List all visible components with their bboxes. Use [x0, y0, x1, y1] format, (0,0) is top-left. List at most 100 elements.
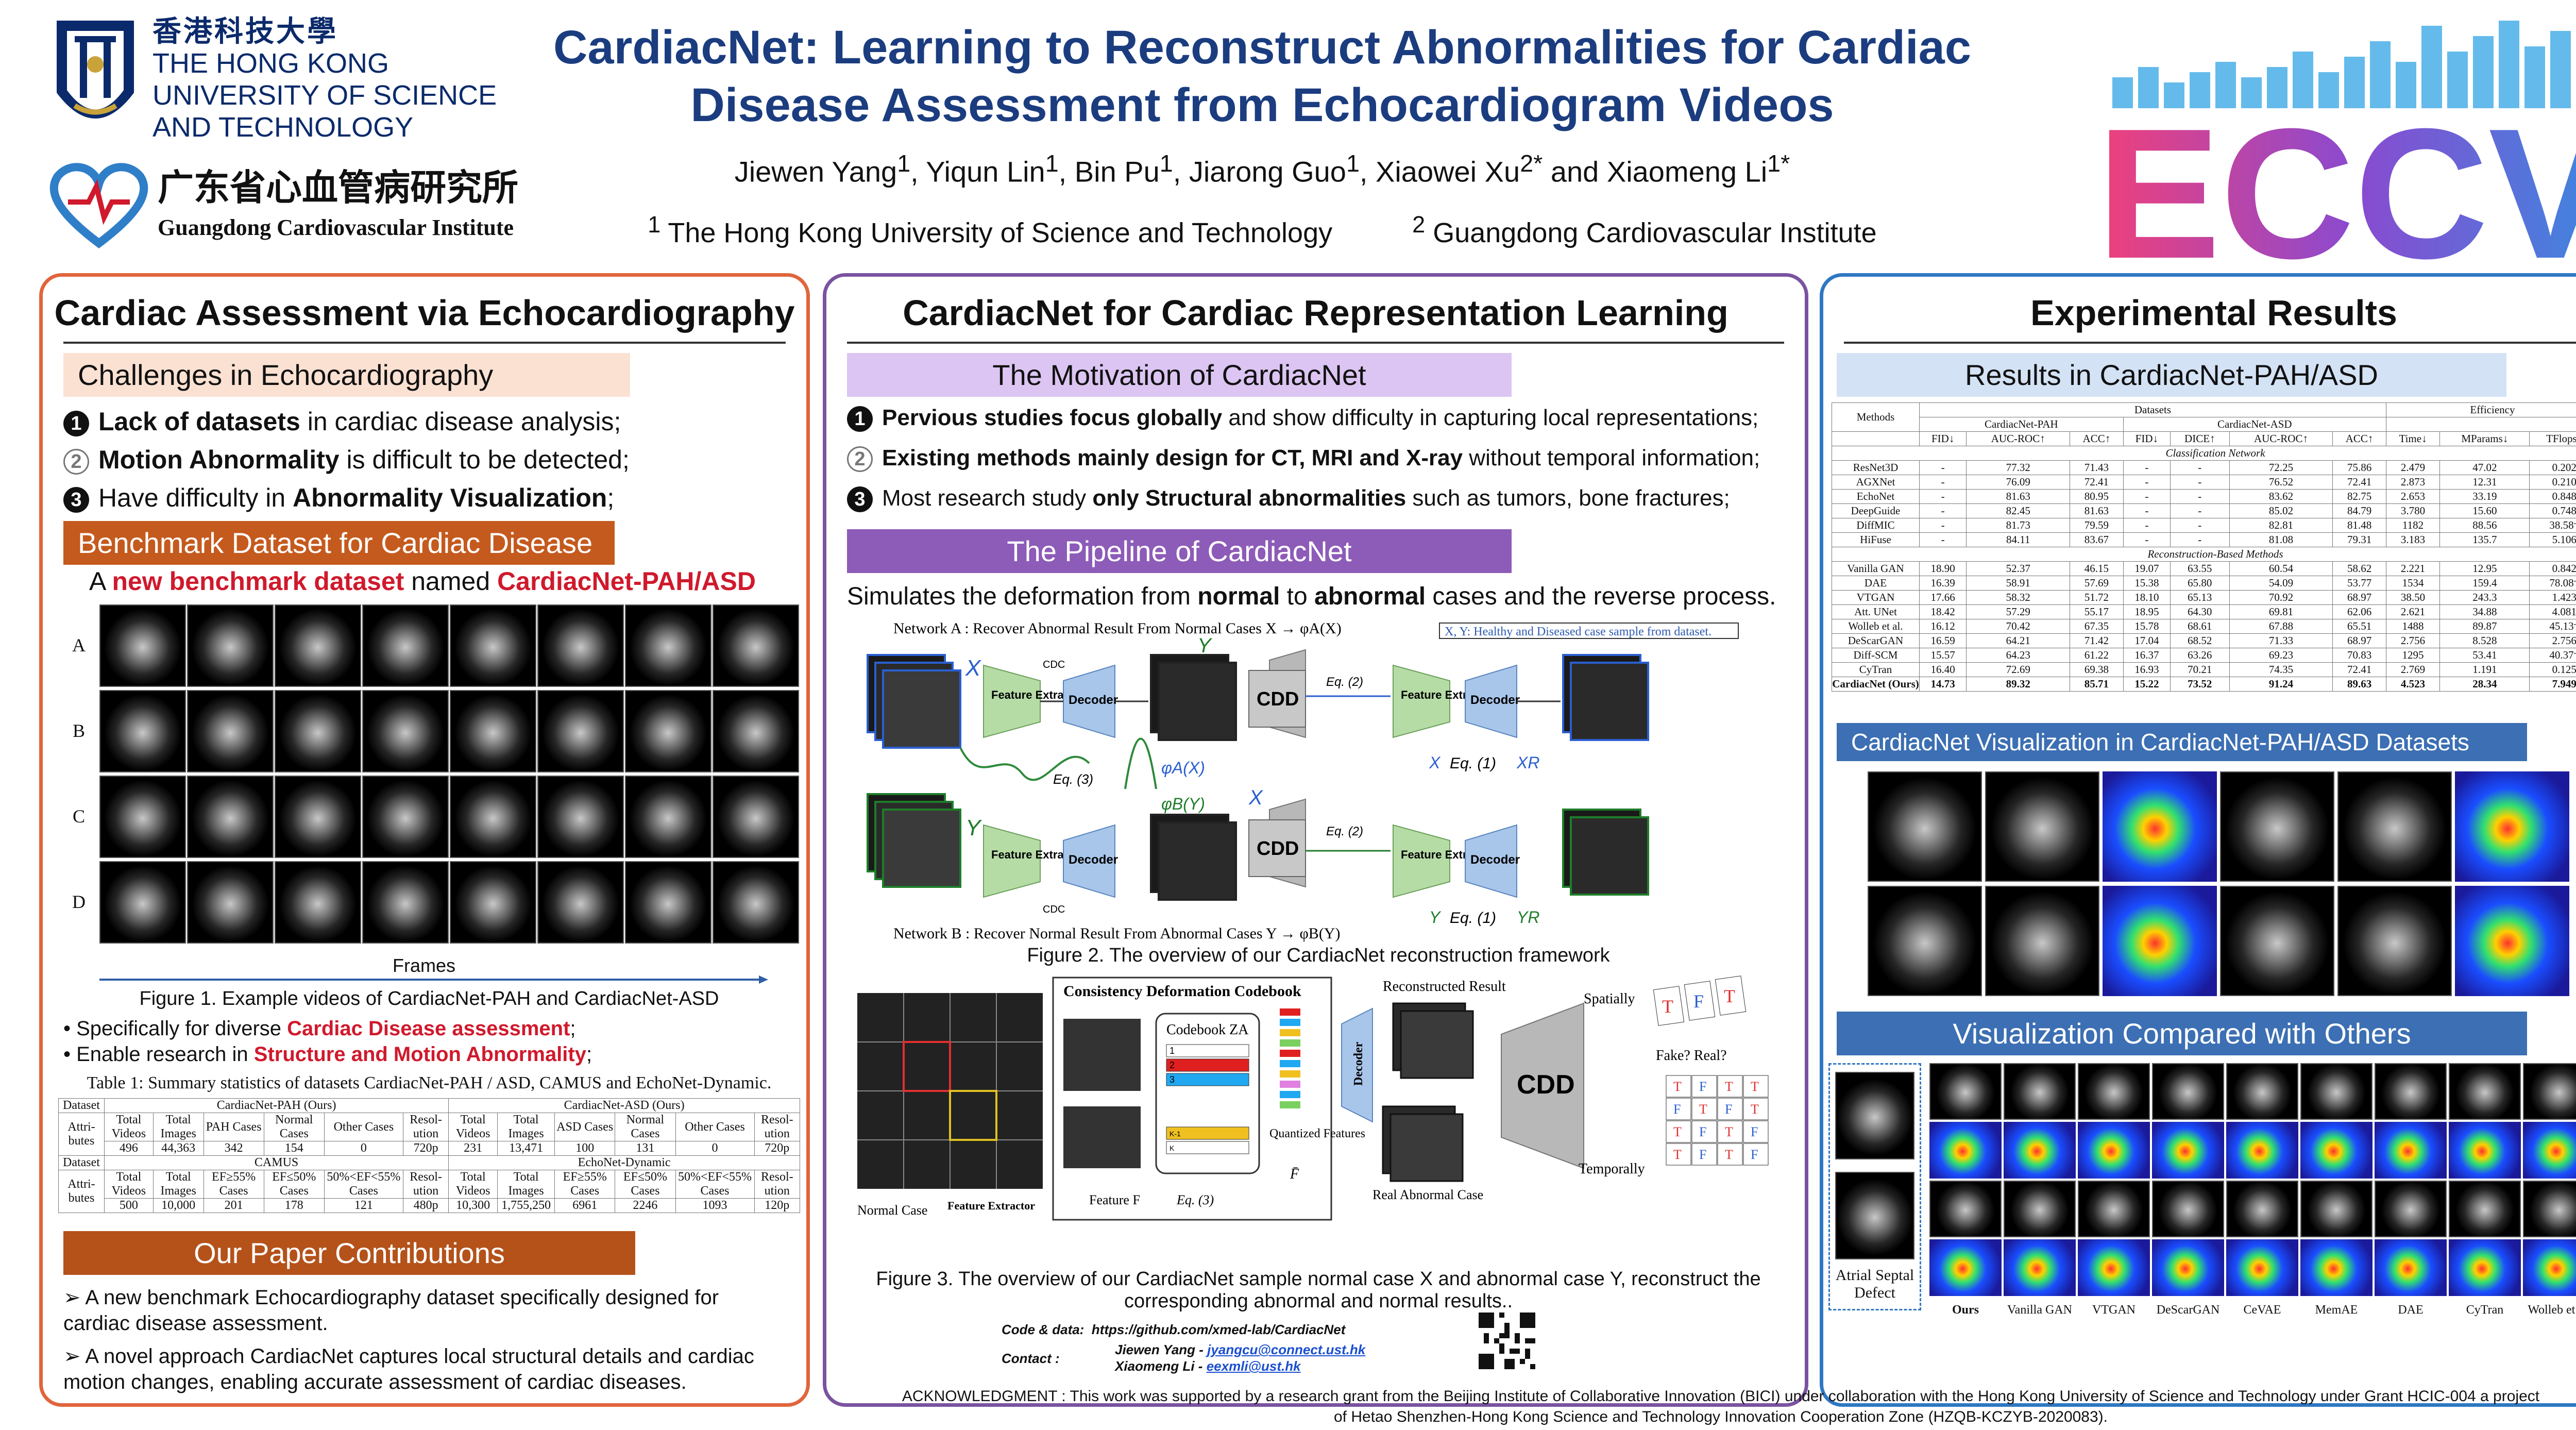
svg-text:K: K	[1170, 1144, 1175, 1152]
echo-frame	[275, 604, 361, 687]
svg-text:CDD: CDD	[1517, 1070, 1575, 1100]
contribution-item: ➢ A novel approach CardiacNet captures l…	[63, 1345, 754, 1393]
network-a-label: Network A : Recover Abnormal Result From…	[893, 620, 1342, 637]
echo-frame	[187, 861, 274, 944]
code-link-row: Code & data: https://github.com/xmed-lab…	[1002, 1322, 1346, 1337]
svg-text:Eq. (1): Eq. (1)	[1450, 910, 1496, 927]
echo-frame	[1929, 1063, 2002, 1120]
svg-text:Decoder: Decoder	[1470, 693, 1520, 707]
figure1-caption: Figure 1. Example videos of CardiacNet-P…	[139, 988, 719, 1010]
section-compare: Visualization Compared with Others	[1837, 1012, 2527, 1055]
benchmark-intro: A new benchmark dataset named CardiacNet…	[89, 567, 756, 596]
svg-text:Eq. (2): Eq. (2)	[1326, 825, 1363, 838]
heatmap-frame	[2152, 1239, 2224, 1296]
echo-frame	[2337, 771, 2452, 882]
svg-text:Feature F: Feature F	[1089, 1192, 1140, 1207]
code-url-link[interactable]: https://github.com/xmed-lab/CardiacNet	[1091, 1322, 1346, 1337]
email-link[interactable]: eexmli@ust.hk	[1206, 1358, 1301, 1374]
panel-cardiac-assessment: Cardiac Assessment via Echocardiography …	[39, 273, 810, 1407]
heatmap-frame	[2375, 1122, 2447, 1179]
cardiacnet-visualization-grid	[1868, 771, 2569, 998]
svg-text:Y: Y	[1197, 634, 1213, 657]
svg-text:Codebook ZA: Codebook ZA	[1166, 1022, 1249, 1038]
method-label: Wolleb et al.	[2528, 1303, 2576, 1317]
echo-frame	[362, 861, 449, 944]
svg-text:X: X	[1248, 786, 1263, 809]
section-pipeline: The Pipeline of CardiacNet	[847, 529, 1512, 573]
echo-frame	[625, 776, 711, 858]
svg-text:T: T	[1725, 1079, 1733, 1094]
svg-text:Y: Y	[965, 815, 982, 840]
pipeline-sentence: Simulates the deformation from normal to…	[847, 583, 1776, 610]
acknowledgment: ACKNOWLEDGMENT : This work was supported…	[902, 1388, 2540, 1425]
heatmap-frame	[2103, 886, 2217, 996]
poster-title: CardiacNet: Learning to Reconstruct Abno…	[553, 21, 1971, 131]
heatmap-frame	[2375, 1239, 2447, 1296]
panel-title: CardiacNet for Cardiac Representation Le…	[903, 293, 1728, 333]
echo-frame	[2226, 1181, 2298, 1237]
section-benchmark: Benchmark Dataset for Cardiac Disease	[63, 521, 615, 565]
echo-frame	[187, 776, 274, 858]
svg-text:Decoder: Decoder	[1069, 853, 1118, 867]
echo-frame	[2523, 1181, 2576, 1237]
heatmap-frame	[2455, 771, 2569, 882]
method-label: VTGAN	[2092, 1303, 2136, 1317]
echo-frame	[450, 861, 536, 944]
svg-text:Eq. (3): Eq. (3)	[1176, 1192, 1214, 1207]
hkust-name: 香港科技大學 THE HONG KONG UNIVERSITY OF SCIEN…	[152, 14, 497, 143]
row-label: C	[72, 806, 85, 827]
svg-text:2: 2	[1170, 1060, 1175, 1070]
list-item: • Enable research in Structure and Motio…	[63, 1043, 592, 1066]
method-label: DAE	[2398, 1303, 2424, 1317]
echo-frame	[1985, 771, 2099, 882]
svg-text:Quantized Features: Quantized Features	[1269, 1127, 1365, 1140]
echo-frame	[362, 604, 449, 687]
qr-code-icon[interactable]	[1479, 1313, 1535, 1369]
author-name: Jiewen Yang	[734, 155, 897, 188]
heatmap-frame	[2226, 1122, 2298, 1179]
affiliations: 1 The Hong Kong University of Science an…	[648, 211, 1877, 248]
svg-text:Eq. (1): Eq. (1)	[1450, 755, 1496, 772]
svg-text:T: T	[1725, 1147, 1733, 1162]
eccv-logo-icon: ECCV	[2102, 21, 2576, 263]
echo-frame	[275, 690, 361, 772]
svg-text:Decoder: Decoder	[1069, 693, 1118, 707]
echo-frame	[187, 690, 274, 772]
method-label: Vanilla GAN	[2007, 1303, 2072, 1317]
svg-text:Eq. (3): Eq. (3)	[1053, 771, 1093, 787]
asd-echo-frame	[1835, 1172, 1914, 1259]
svg-text:CDC: CDC	[1043, 904, 1065, 915]
email-link[interactable]: jyangcu@connect.ust.hk	[1207, 1342, 1366, 1357]
svg-text:K-1: K-1	[1170, 1130, 1181, 1138]
table1-caption: Table 1: Summary statistics of datasets …	[87, 1073, 772, 1092]
row-b: Y Feature Extractor CDC Decoder X CDD Eq…	[867, 786, 1649, 927]
figure3-caption: Figure 3. The overview of our CardiacNet…	[876, 1268, 1761, 1312]
echo-frame	[537, 604, 624, 687]
table-row: Classification Network	[1832, 446, 2576, 461]
svg-text:φB(Y): φB(Y)	[1161, 795, 1205, 813]
echo-frame	[2152, 1181, 2224, 1237]
echo-frame	[713, 604, 799, 687]
asd-echo-frame	[1835, 1072, 1914, 1159]
row-label: D	[72, 891, 86, 912]
svg-text:CDC: CDC	[1043, 659, 1065, 670]
contact-label: Contact :	[1002, 1351, 1060, 1366]
gdci-heart-logo-icon	[49, 163, 148, 248]
echo-frame	[713, 861, 799, 944]
method-label: CyTran	[2466, 1303, 2504, 1317]
row-a: X Feature Extractor CDC Decoder Y φA(X) …	[867, 634, 1649, 813]
echo-frame	[99, 604, 186, 687]
svg-text:T: T	[1673, 1124, 1682, 1139]
heatmap-frame	[2523, 1122, 2576, 1179]
